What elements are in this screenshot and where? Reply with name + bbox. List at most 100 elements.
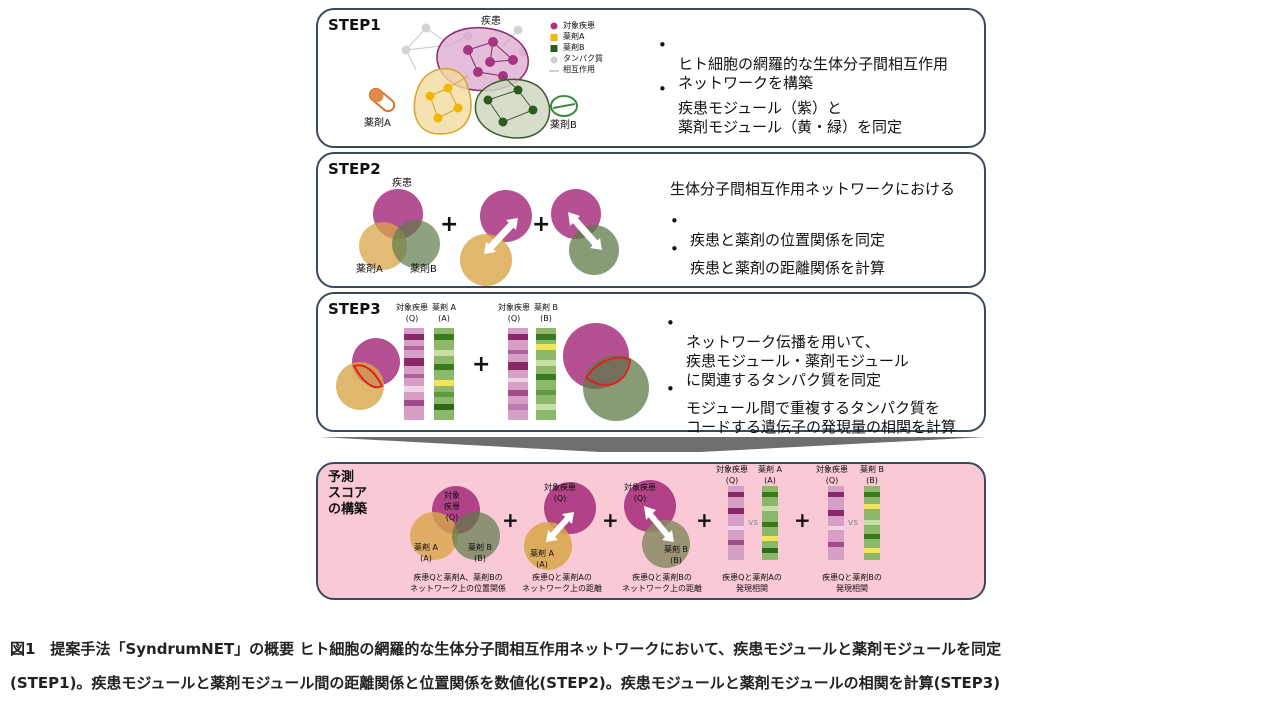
drug-b-proteins bbox=[483, 85, 538, 127]
step2-drug-a-label: 薬剤A bbox=[356, 264, 383, 275]
step3-bullet-1: •ネットワーク伝播を用いて、 疾患モジュール・薬剤モジュール に関連するタンパク… bbox=[666, 314, 909, 389]
pred-col-q2-label: 対象疾患 (Q) bbox=[816, 465, 848, 485]
drug-b-module bbox=[474, 78, 551, 139]
funnel-shape bbox=[320, 437, 986, 452]
distance-arrow-a bbox=[485, 219, 517, 253]
step2-heading: 生体分子間相互作用ネットワークにおける bbox=[670, 180, 956, 198]
arrow-head-a2 bbox=[484, 242, 496, 254]
pred-drug-a-label: 薬剤 A (A) bbox=[414, 543, 439, 563]
prediction-title: 予測 スコア の構築 bbox=[328, 470, 368, 517]
step3-title: STEP3 bbox=[328, 300, 381, 318]
figure-caption: 図1 提案手法「SyndrumNET」の概要 ヒト細胞の網羅的な生体分子間相互作… bbox=[10, 632, 1272, 700]
pred-plus-2: + bbox=[602, 508, 619, 532]
arrow-head-b2 bbox=[590, 238, 602, 250]
step3-col-q1-label: 対象疾患 (Q) bbox=[396, 303, 428, 323]
step3-col-b-label: 薬剤 B (B) bbox=[534, 303, 559, 323]
arrow-head-b1 bbox=[568, 212, 580, 226]
drug-a-proteins bbox=[425, 83, 463, 123]
step3-bullet-2: •モジュール間で重複するタンパク質を コードする遺伝子の発現量の相関を計算 bbox=[666, 380, 957, 436]
disease-circle-2 bbox=[544, 482, 596, 534]
pred-col-b-label: 薬剤 B (B) bbox=[860, 465, 885, 485]
pred-column-a bbox=[762, 486, 778, 560]
disease-circle-2 bbox=[480, 190, 532, 242]
disease-proteins bbox=[463, 37, 518, 81]
pred-col-q1-label: 対象疾患 (Q) bbox=[716, 465, 748, 485]
step3-bullet-1-text: ネットワーク伝播を用いて、 疾患モジュール・薬剤モジュール に関連するタンパク質… bbox=[686, 333, 909, 389]
overlap-highlight-b bbox=[584, 356, 632, 386]
tablet-icon bbox=[550, 95, 578, 117]
step2-bullet-1-text: 疾患と薬剤の位置関係を同定 bbox=[690, 231, 886, 249]
drug-a-circle bbox=[410, 512, 458, 560]
pred-plus-3: + bbox=[696, 508, 713, 532]
drug-b-circle bbox=[392, 220, 440, 268]
step3-diagram bbox=[336, 323, 649, 421]
pred-column-q1 bbox=[728, 486, 744, 560]
arrow-head-b2 bbox=[662, 530, 674, 542]
step2-drug-b-label: 薬剤B bbox=[410, 264, 437, 275]
step1-bullet-1: •ヒト細胞の網羅的な生体分子間相互作用 ネットワークを構築 bbox=[658, 36, 949, 92]
pred-vs-2: vs bbox=[848, 518, 859, 528]
drug-a-circle bbox=[336, 362, 384, 410]
figure-caption-line-2: (STEP1)。疾患モジュールと薬剤モジュール間の距離関係と位置関係を数値化(S… bbox=[10, 674, 1001, 692]
step3-panel: STEP3 bbox=[316, 292, 986, 436]
step1-disease-label: 疾患 bbox=[481, 16, 501, 27]
overlap-highlight-a bbox=[352, 364, 384, 389]
step2-bullet-2-text: 疾患と薬剤の距離関係を計算 bbox=[690, 259, 886, 277]
pred-disease-label-3: 対象疾患 (Q) bbox=[624, 483, 656, 503]
drug-a-circle-2 bbox=[460, 234, 512, 286]
arrow-head-a1 bbox=[506, 218, 518, 230]
legend-protein: タンパク質 bbox=[563, 54, 603, 63]
pred-caption-2: 疾患Qと薬剤Aの ネットワーク上の距離 bbox=[522, 573, 602, 593]
pred-caption-1: 疾患Qと薬剤A、薬剤Bの ネットワーク上の位置関係 bbox=[410, 573, 506, 593]
step1-bullet-1-text: ヒト細胞の網羅的な生体分子間相互作用 ネットワークを構築 bbox=[678, 55, 949, 92]
pred-drug-b-label: 薬剤 B (B) bbox=[468, 543, 493, 563]
step2-disease-label: 疾患 bbox=[392, 178, 412, 189]
arrow-head-a bbox=[562, 512, 574, 524]
pred-drug-a-label-2: 薬剤 A (A) bbox=[530, 549, 555, 569]
prediction-panel: 予測 スコア の構築 bbox=[316, 462, 986, 600]
step1-drug-b-label: 薬剤B bbox=[550, 120, 577, 131]
step1-legend: 対象疾患 薬剤A 薬剤B タンパク質 相互作用 bbox=[563, 20, 603, 75]
expression-column-a bbox=[434, 328, 454, 420]
pred-plus-4: + bbox=[794, 508, 811, 532]
drug-b-circle bbox=[452, 512, 500, 560]
distance-arrow-b bbox=[645, 510, 671, 538]
arrow-head-b bbox=[644, 506, 656, 520]
legend-drug-a: 薬剤A bbox=[563, 32, 585, 41]
drug-b-circle-2 bbox=[642, 520, 690, 568]
legend-drug-b: 薬剤B bbox=[563, 43, 585, 52]
step3-plus: + bbox=[472, 352, 491, 377]
pred-column-q2 bbox=[828, 486, 844, 560]
step1-panel: STEP1 bbox=[316, 8, 986, 148]
drug-a-module bbox=[413, 67, 472, 135]
pred-drug-b-label-2: 薬剤 B (B) bbox=[664, 545, 689, 565]
drug-b-circle-2 bbox=[569, 225, 619, 275]
pred-column-b bbox=[864, 486, 880, 560]
step2-plus-2: + bbox=[532, 212, 551, 237]
pred-disease-label-2: 対象疾患 (Q) bbox=[544, 483, 576, 503]
distance-arrow-b bbox=[570, 215, 599, 247]
pred-plus-1: + bbox=[502, 508, 519, 532]
step2-diagram bbox=[359, 189, 619, 286]
prediction-diagram bbox=[410, 480, 880, 570]
step3-col-q2-label: 対象疾患 (Q) bbox=[498, 303, 530, 323]
step1-drug-a-label: 薬剤A bbox=[364, 118, 391, 129]
step2-title: STEP2 bbox=[328, 160, 381, 178]
step1-title: STEP1 bbox=[328, 16, 381, 34]
expression-column-q2 bbox=[508, 328, 528, 420]
step3-col-a-label: 薬剤 A (A) bbox=[432, 303, 457, 323]
legend-target-disease: 対象疾患 bbox=[563, 21, 595, 30]
step1-bullet-2-text: 疾患モジュール（紫）と 薬剤モジュール（黄・緑）を同定 bbox=[678, 99, 902, 136]
pred-caption-3: 疾患Qと薬剤Bの ネットワーク上の距離 bbox=[622, 573, 702, 593]
arrow-head-a2 bbox=[546, 530, 558, 542]
expression-column-q1 bbox=[404, 328, 424, 420]
capsule-icon bbox=[368, 87, 396, 113]
pred-caption-5: 疾患Qと薬剤Bの 発現相関 bbox=[822, 573, 882, 593]
step1-network-diagram bbox=[368, 22, 578, 139]
step2-bullet-1: •疾患と薬剤の位置関係を同定 bbox=[670, 212, 886, 249]
step2-plus-1: + bbox=[440, 212, 459, 237]
step2-panel: STEP2 疾患 薬剤A 薬剤B + + 生体分子間相互作用ネットワークにおける… bbox=[316, 152, 986, 288]
drug-a-circle-2 bbox=[524, 522, 572, 570]
drug-b-circle-large bbox=[583, 355, 649, 421]
